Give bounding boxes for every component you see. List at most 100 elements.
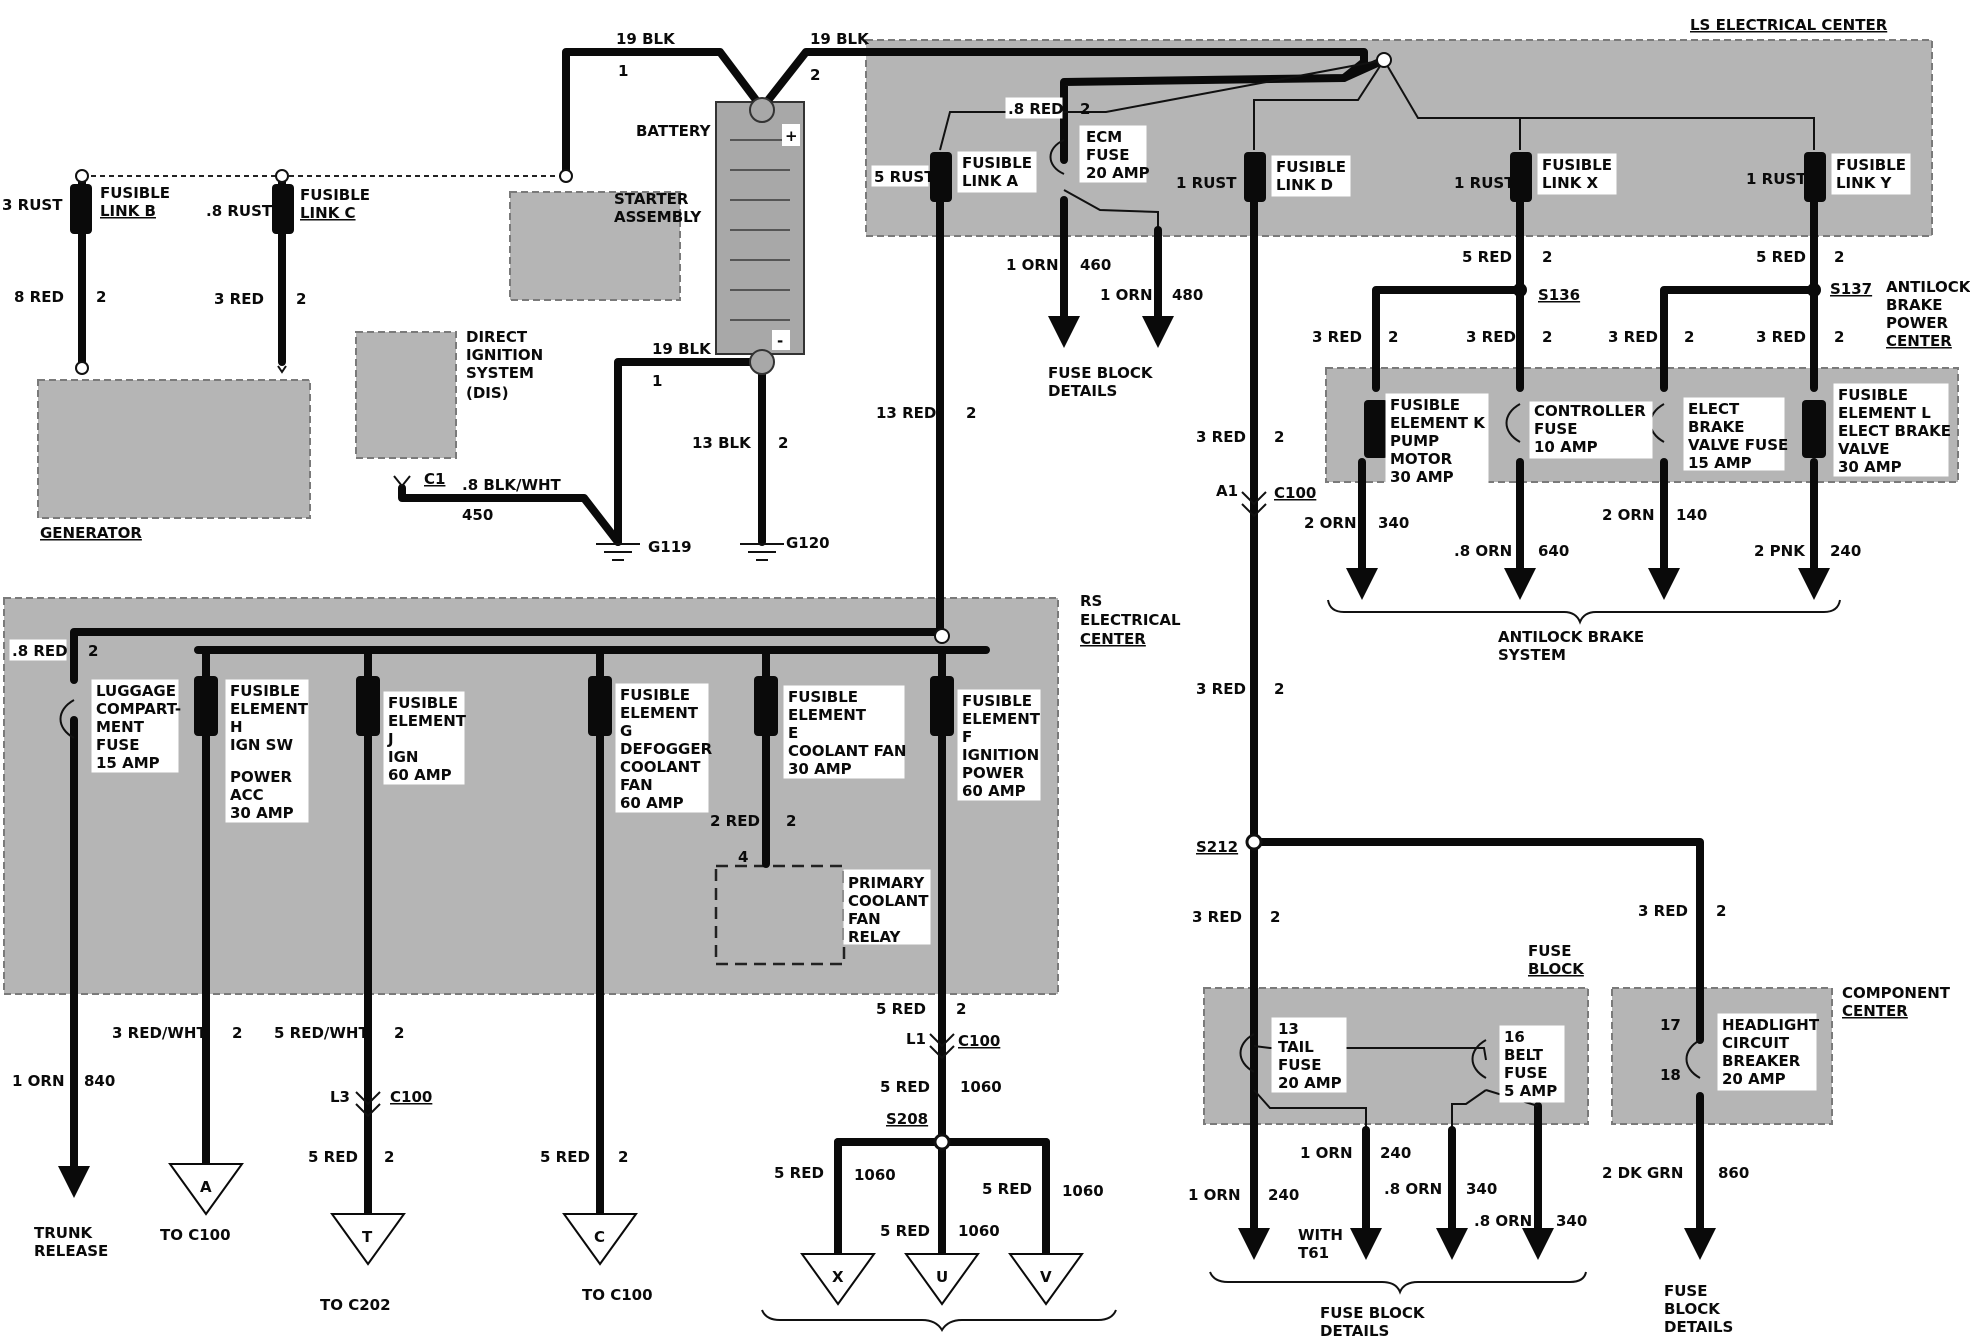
luggage-fuse-symbol: [59, 699, 75, 739]
link-y-label-2: LINK Y: [1836, 174, 1893, 192]
element-h-label-4: IGN SW: [230, 736, 293, 754]
wire-label-1rust-d: 1 RUST: [1176, 174, 1237, 192]
wire-label-2-13blk: 2: [778, 434, 788, 452]
dest-c-text: TO C100: [582, 1286, 653, 1304]
dest-t-text: TO C202: [320, 1296, 391, 1314]
brace-xuv: [761, 1309, 1117, 1332]
belt-label-3: FUSE: [1504, 1064, 1547, 1082]
element-k-label-5: 30 AMP: [1390, 468, 1454, 486]
wire-label-2-c: 2: [1542, 328, 1552, 346]
tail-label-1: 13: [1278, 1020, 1299, 1038]
wire-label-5rust: 5 RUST: [874, 168, 935, 186]
element-l-label-3: ELECT BRAKE: [1838, 422, 1951, 440]
dis-label-2: IGNITION: [466, 346, 543, 364]
wire-label-240b: 240: [1268, 1186, 1299, 1204]
tail-label-2: TAIL: [1278, 1038, 1314, 1056]
wire-label-3red-d: 3 RED: [1196, 428, 1246, 446]
link-a-tag: [957, 151, 1037, 193]
connector-c100-a1: [1241, 491, 1267, 518]
wire-19blk-ls: [758, 48, 1368, 112]
fuse-block-title-2: BLOCK: [1528, 960, 1585, 978]
splice-s136-label: S136: [1538, 286, 1580, 304]
ecm-label-2: FUSE: [1086, 146, 1129, 164]
wire-label-2-h: 2: [232, 1024, 242, 1042]
wire-label-1rust-y: 1 RUST: [1746, 170, 1807, 188]
relay-label-3: FAN: [848, 910, 881, 928]
wire-label-2-13red: 2: [966, 404, 976, 422]
wire-label-240: 240: [1830, 542, 1861, 560]
wire-label-2red-relay: 2 RED: [710, 812, 760, 830]
arrow-trunk: [58, 1166, 90, 1198]
relay-label-2: COOLANT: [848, 892, 929, 910]
dest-a-letter: A: [200, 1178, 212, 1196]
connector-c1: [393, 475, 411, 487]
luggage-label-1: LUGGAGE: [96, 682, 176, 700]
fusible-element-f: [930, 676, 954, 736]
element-f-label-6: 60 AMP: [962, 782, 1026, 800]
dest-t-letter: T: [362, 1228, 373, 1246]
fusible-element-h: [194, 676, 218, 736]
connector-c100-l1: [929, 1033, 955, 1060]
fusible-link-x: [1510, 152, 1532, 202]
wire-label-3red-gen: 3 RED: [214, 290, 264, 308]
wire-label-13blk: 13 BLK: [692, 434, 752, 452]
connector-a1-label: A1: [1216, 482, 1238, 500]
battery-pos-tag: [782, 124, 800, 146]
luggage-label-5: 15 AMP: [96, 754, 160, 772]
wire-label-3red-c: 3 RED: [1466, 328, 1516, 346]
wire-label-4-relay: 4: [738, 848, 748, 866]
headlight-label-1: HEADLIGHT: [1722, 1016, 1820, 1034]
ground-g119-symbol: [596, 543, 640, 561]
starter-assembly-box: [509, 191, 681, 301]
wire-19blk-ground: [614, 358, 766, 546]
battery-neg-tag: [772, 330, 790, 350]
arrow-140: [1648, 568, 1680, 600]
wire-label-5red-v: 5 RED: [982, 1180, 1032, 1198]
battery-label: BATTERY: [636, 122, 712, 140]
element-f-label-5: POWER: [962, 764, 1025, 782]
element-g-label-7: 60 AMP: [620, 794, 684, 812]
wire-label-5red-t: 5 RED: [308, 1148, 358, 1166]
dest-fb-details-right-2: BLOCK: [1664, 1300, 1721, 1318]
wire-label-2-relay: 2: [786, 812, 796, 830]
ebv-tag: [1683, 397, 1785, 471]
wire-label-840: 840: [84, 1072, 115, 1090]
controller-label-3: 10 AMP: [1534, 438, 1598, 456]
link-d-tag: [1271, 155, 1351, 197]
dest-fb-details-right-1: FUSE: [1664, 1282, 1707, 1300]
ls-splice: [1376, 52, 1392, 68]
fusible-element-g: [588, 676, 612, 736]
element-e-label-3: E: [788, 724, 798, 742]
element-e-label-5: 30 AMP: [788, 760, 852, 778]
element-f-tag: [957, 689, 1041, 801]
starter-label-1: STARTER: [614, 190, 689, 208]
dest-antilock-system-1: ANTILOCK BRAKE: [1498, 628, 1644, 646]
dis-label-4: (DIS): [466, 384, 509, 402]
arrow-480: [1142, 316, 1174, 348]
splice-s212: [1245, 833, 1263, 851]
ebv-label-4: 15 AMP: [1688, 454, 1752, 472]
wire-label-5red-1060: 5 RED: [880, 1078, 930, 1096]
link-a-label-1: FUSIBLE: [962, 154, 1032, 172]
wire-label-3rust: 3 RUST: [2, 196, 63, 214]
fusible-link-a: [930, 152, 952, 202]
element-l-label-4: VALVE: [1838, 440, 1890, 458]
element-j-label-2: ELEMENT: [388, 712, 467, 730]
element-g-label-5: COOLANT: [620, 758, 701, 776]
connector-c100-a-label: C100: [1274, 484, 1316, 502]
dis-label-1: DIRECT: [466, 328, 528, 346]
fusible-element-k: [1364, 400, 1388, 458]
rs-splice: [934, 628, 950, 644]
dest-fuse-block-details-top-1: FUSE BLOCK: [1048, 364, 1154, 382]
luggage-label-2: COMPART-: [96, 700, 181, 718]
wire-label-2-mid: 2: [1274, 680, 1284, 698]
ground-g120-label: G120: [786, 534, 830, 552]
wire-label-640: 640: [1538, 542, 1569, 560]
relay-label-1: PRIMARY: [848, 874, 925, 892]
wire-label-08red: .8 RED: [1008, 100, 1064, 118]
element-g-label-4: DEFOGGER: [620, 740, 713, 758]
dest-a-text: TO C100: [160, 1226, 231, 1244]
ls-electrical-center-box: [865, 39, 1933, 237]
belt-label-4: 5 AMP: [1504, 1082, 1557, 1100]
element-j-label-4: IGN: [388, 748, 418, 766]
